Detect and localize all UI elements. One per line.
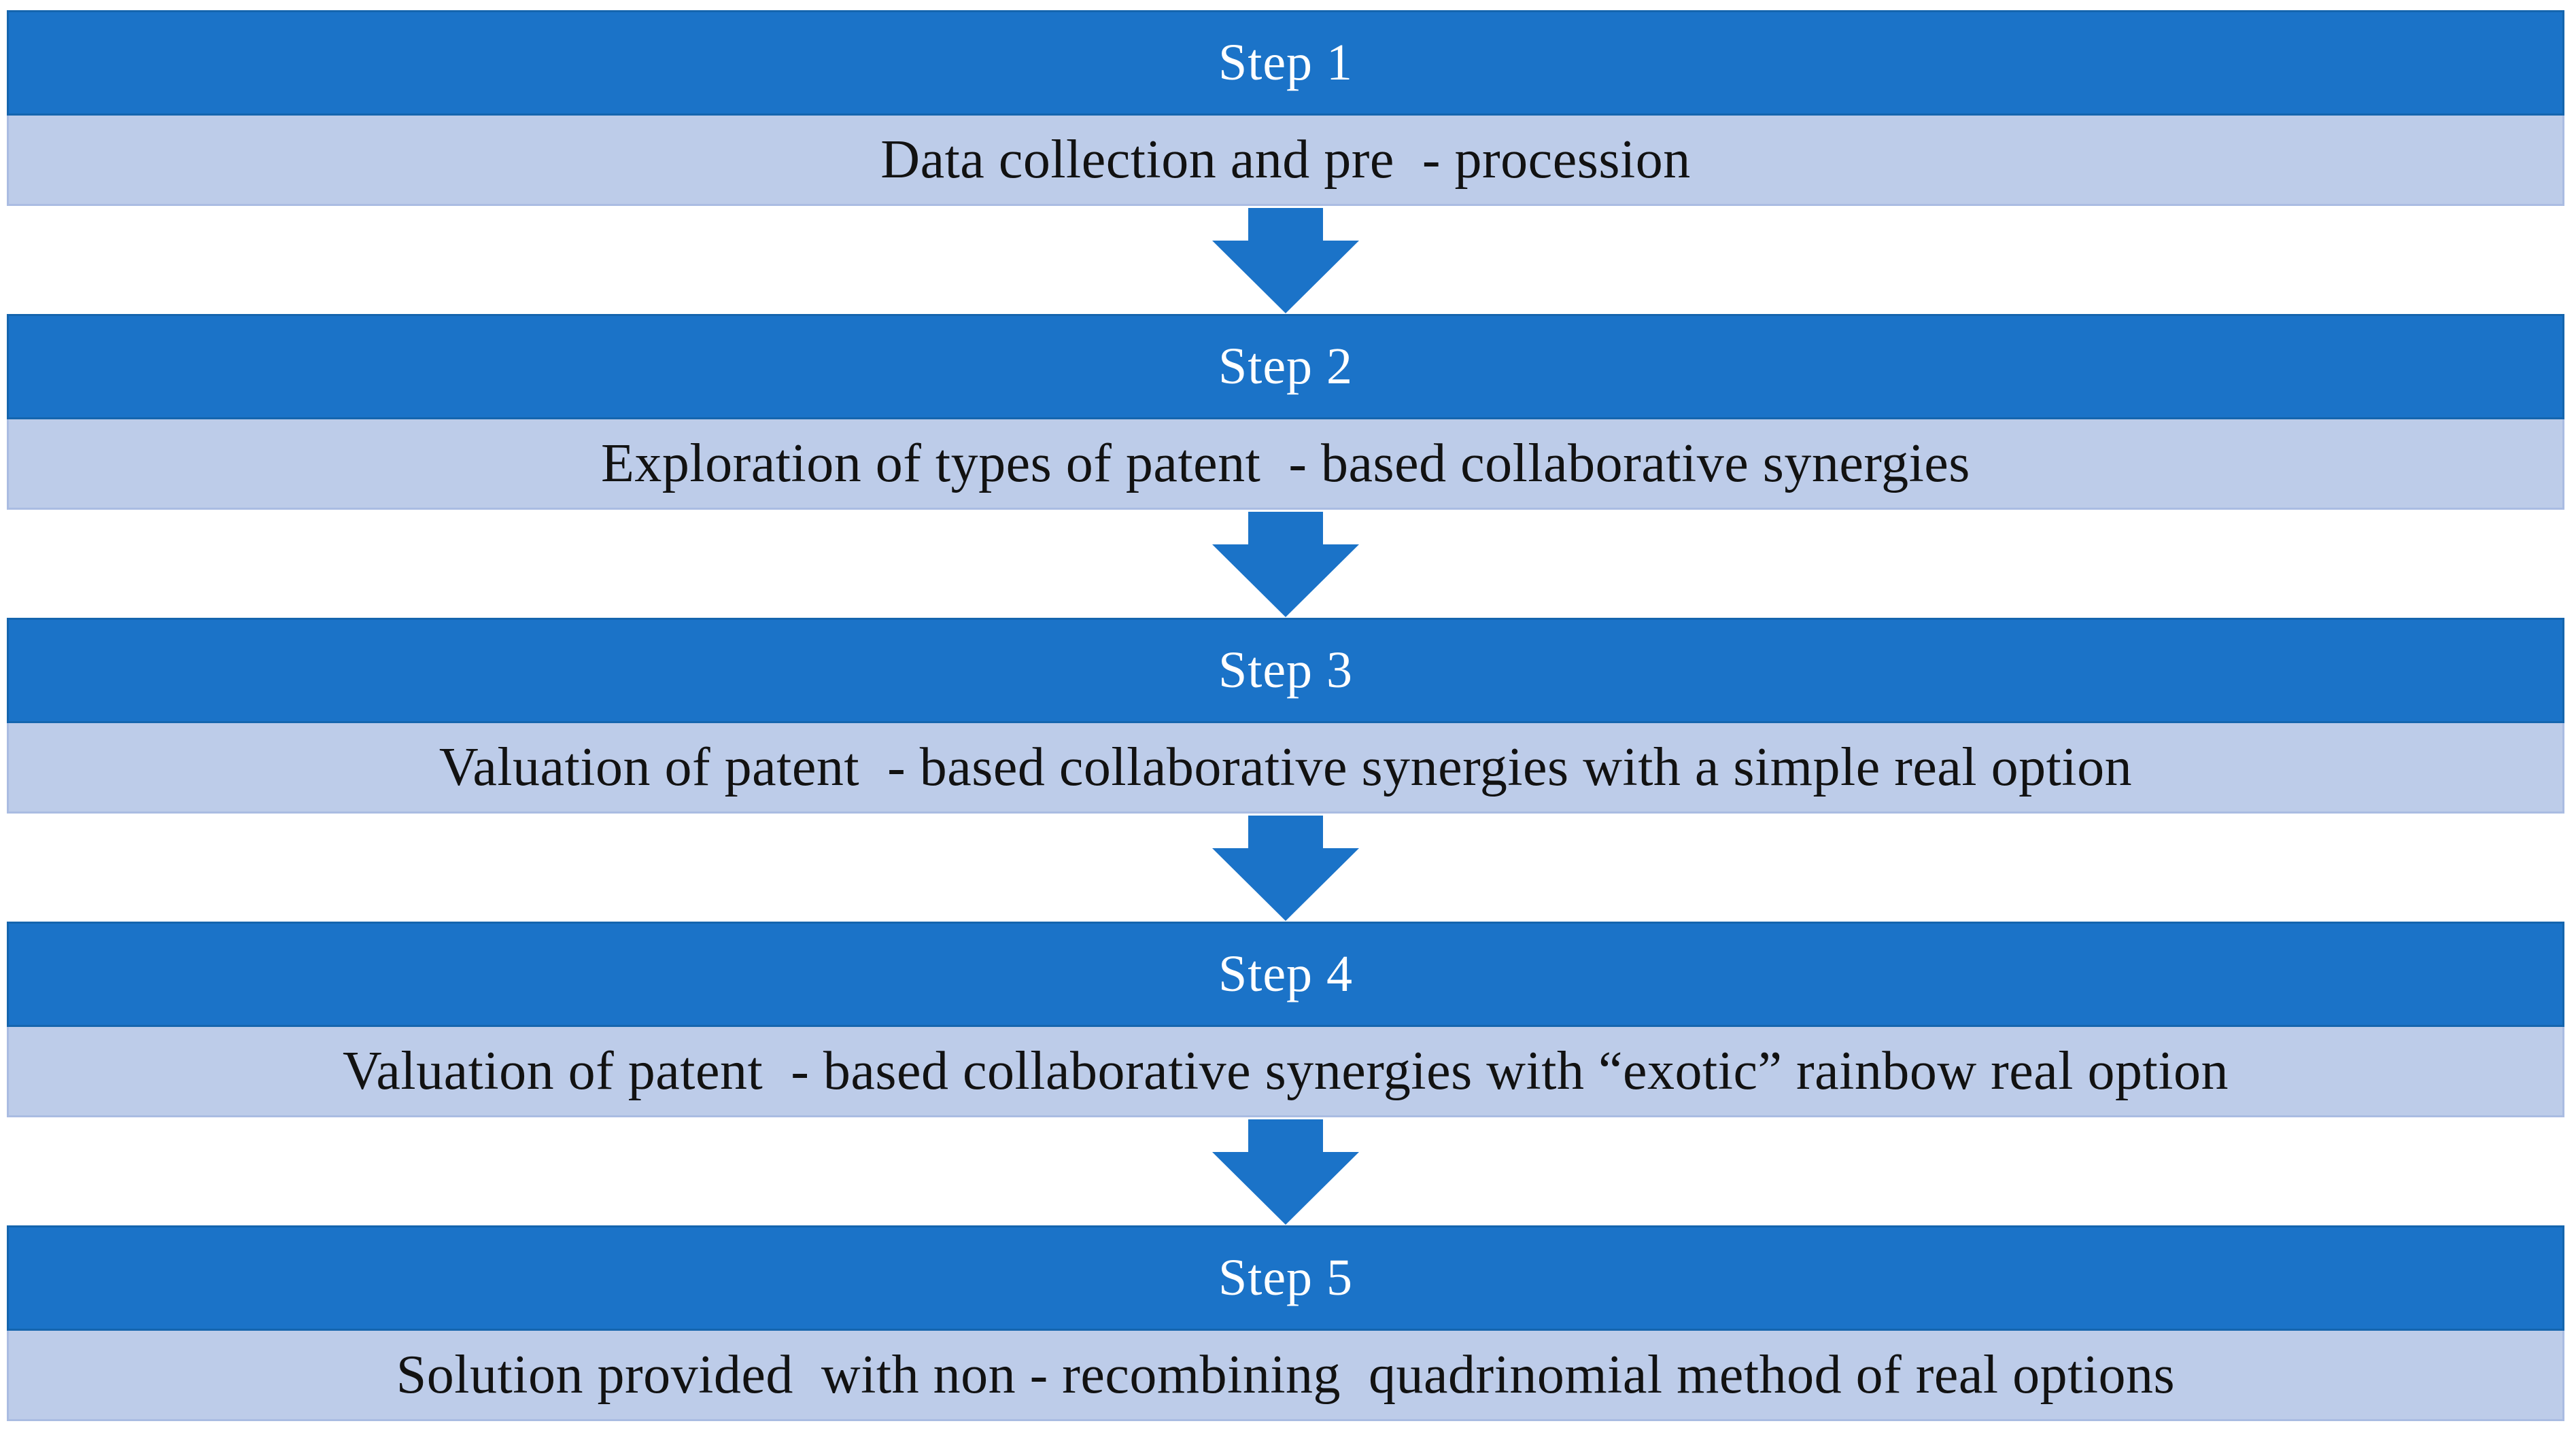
step-5-description: Solution provided with non - recombining… [396,1344,2176,1405]
connector-1-2 [7,206,2564,314]
connector-3-4 [7,814,2564,922]
step-1: Step 1 Data collection and pre - process… [7,10,2564,206]
step-3-body: Valuation of patent - based collaborativ… [7,723,2564,814]
down-arrow-icon [1212,816,1359,921]
down-arrow-icon [1212,208,1359,313]
down-arrow-icon [1212,1119,1359,1225]
step-1-header: Step 1 [7,10,2564,116]
step-4-header: Step 4 [7,922,2564,1027]
step-4-body: Valuation of patent - based collaborativ… [7,1027,2564,1117]
step-5-body: Solution provided with non - recombining… [7,1331,2564,1421]
step-4-description: Valuation of patent - based collaborativ… [343,1041,2229,1101]
step-1-label: Step 1 [1218,34,1354,91]
connector-4-5 [7,1117,2564,1225]
step-3: Step 3 Valuation of patent - based colla… [7,618,2564,814]
step-2: Step 2 Exploration of types of patent - … [7,314,2564,510]
step-2-body: Exploration of types of patent - based c… [7,419,2564,510]
step-3-description: Valuation of patent - based collaborativ… [439,737,2133,797]
down-arrow-icon [1212,512,1359,617]
step-3-label: Step 3 [1218,642,1354,699]
step-5: Step 5 Solution provided with non - reco… [7,1225,2564,1421]
step-flowchart: Step 1 Data collection and pre - process… [7,10,2564,1421]
step-4-label: Step 4 [1218,945,1354,1002]
step-1-body: Data collection and pre - procession [7,116,2564,206]
connector-2-3 [7,510,2564,618]
step-4: Step 4 Valuation of patent - based colla… [7,922,2564,1117]
step-2-label: Step 2 [1218,338,1354,395]
step-1-description: Data collection and pre - procession [880,129,1691,190]
step-3-header: Step 3 [7,618,2564,723]
step-5-label: Step 5 [1218,1249,1354,1306]
step-2-header: Step 2 [7,314,2564,419]
step-2-description: Exploration of types of patent - based c… [601,433,1970,493]
step-5-header: Step 5 [7,1225,2564,1331]
